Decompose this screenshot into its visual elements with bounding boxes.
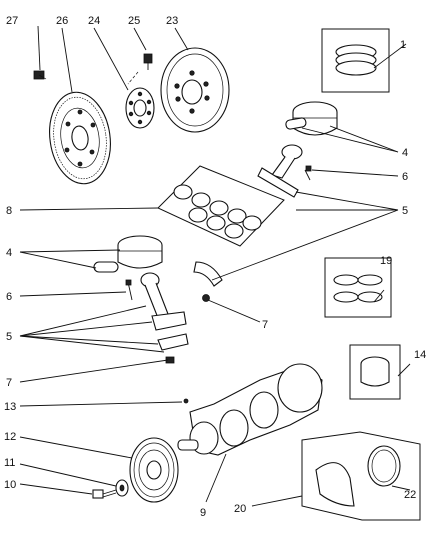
- callout-22: 22: [404, 489, 416, 501]
- piston-upper: [285, 101, 338, 136]
- callout-labels: 27 26 24 25 23 1 4 6 5 8 4 6 5 7 7 19 14…: [4, 15, 426, 519]
- callout-7-lower: 7: [6, 377, 12, 389]
- flexplate-26: [49, 91, 111, 185]
- piston-ring-set-1: [321, 28, 390, 93]
- rear-seal-kit-20: [301, 431, 421, 521]
- washer-11: [115, 479, 129, 497]
- callout-1: 1: [400, 39, 406, 51]
- callout-11: 11: [4, 457, 15, 469]
- connecting-rod-lower: [125, 272, 189, 364]
- bolt-10: [92, 489, 117, 499]
- callout-12: 12: [4, 431, 16, 443]
- callout-7-upper: 7: [262, 319, 268, 331]
- callout-25: 25: [128, 15, 140, 27]
- ring-set-19: [324, 257, 392, 318]
- callout-6-lower: 6: [6, 291, 12, 303]
- callout-10: 10: [4, 479, 16, 491]
- callout-24: 24: [88, 15, 100, 27]
- bolt-25: [127, 53, 153, 85]
- main-bearing-14: [349, 344, 401, 400]
- callout-13: 13: [4, 401, 16, 413]
- callout-9: 9: [200, 507, 206, 519]
- adapter-plate-24: [125, 87, 155, 129]
- damper-pulley-12: [129, 437, 179, 503]
- leader-lines: [19, 25, 411, 507]
- piston-lower: [93, 235, 163, 273]
- callout-20: 20: [234, 503, 246, 515]
- callout-23: 23: [166, 15, 178, 27]
- callout-26: 26: [56, 15, 68, 27]
- bolt-27: [33, 70, 47, 80]
- callout-14: 14: [414, 349, 426, 361]
- torque-converter-23: [160, 47, 230, 133]
- callout-27: 27: [6, 15, 18, 27]
- callout-4-lower: 4: [6, 247, 12, 259]
- callout-4-upper: 4: [402, 147, 408, 159]
- crankshaft-9: [177, 363, 323, 456]
- callout-19: 19: [380, 255, 392, 267]
- callout-6-upper: 6: [402, 171, 408, 183]
- bearing-set-8: [157, 165, 285, 247]
- callout-8: 8: [6, 205, 12, 217]
- connecting-rod-upper: [257, 144, 312, 198]
- callout-5-lower: 5: [6, 331, 12, 343]
- callout-5-upper: 5: [402, 205, 408, 217]
- rod-cap-upper: [193, 261, 223, 302]
